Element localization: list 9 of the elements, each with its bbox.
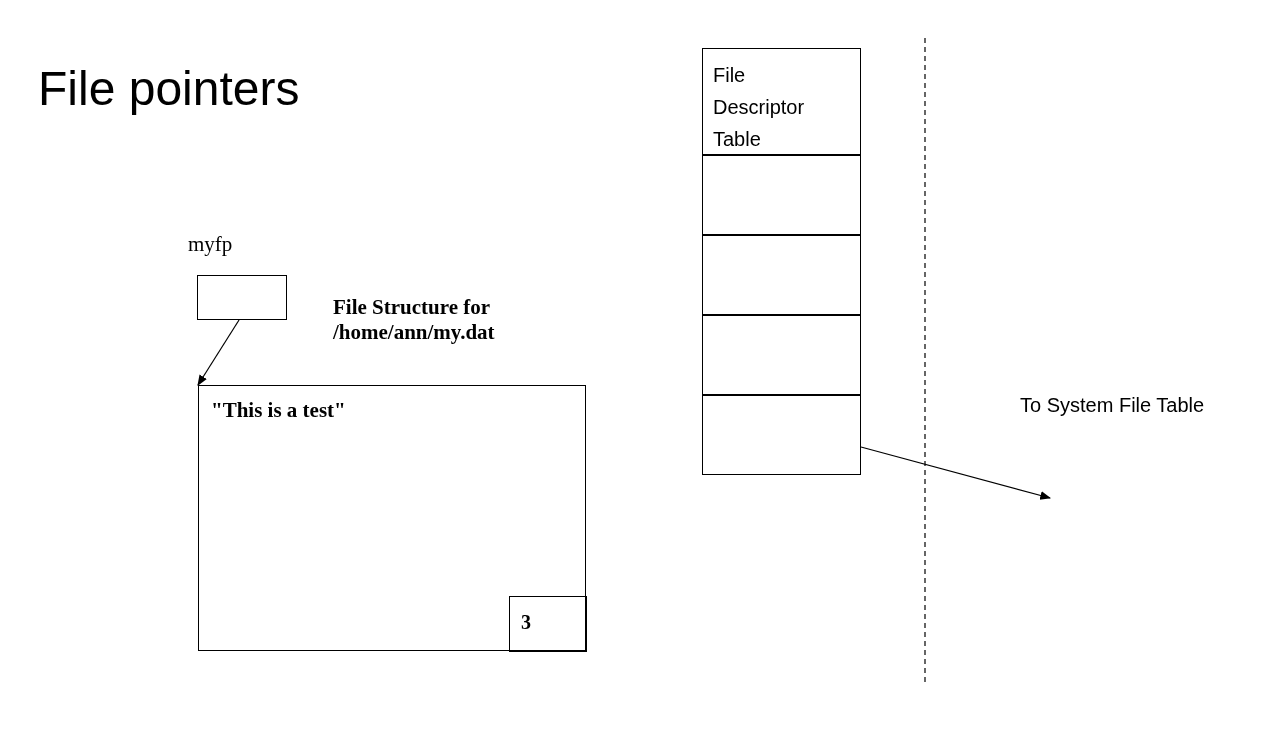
table-title: File Descriptor Table <box>713 63 806 152</box>
variable-name: myfp <box>188 232 233 258</box>
arrow <box>860 446 1052 500</box>
target-label: To System File Table <box>1020 393 1205 417</box>
file-content-text: "This is a test" <box>211 398 346 424</box>
slide-title: File pointers <box>38 61 300 117</box>
counter-value: 3 <box>521 610 531 634</box>
arrow <box>197 319 240 386</box>
structure-caption: File Structure for /home/ann/my.dat <box>333 295 496 346</box>
